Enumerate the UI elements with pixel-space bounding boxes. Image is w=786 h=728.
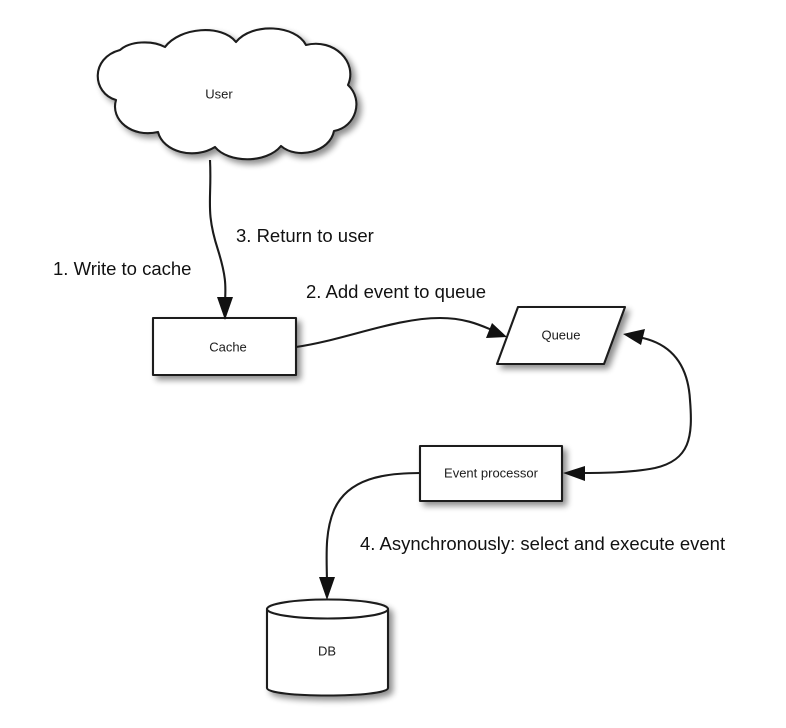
edge-user-to-cache [208, 159, 233, 320]
edge-event-processor-to-db [319, 471, 421, 600]
edge-loop-arrowhead-to-event-processor [563, 466, 585, 481]
node-queue-label: Queue [541, 327, 580, 342]
event-processor-rect [418, 444, 564, 503]
edge-queue-loop-line [577, 335, 692, 475]
edge-cache-to-queue-line [295, 316, 493, 349]
edge-label-step-3: 3. Return to user [236, 225, 374, 246]
edge-queue-event-processor-loop [563, 329, 692, 481]
node-db[interactable]: DB [265, 598, 390, 697]
node-queue[interactable]: Queue [495, 305, 627, 366]
node-user-label: User [205, 86, 233, 101]
edge-user-to-cache-line [208, 159, 227, 307]
edge-event-processor-to-db-arrowhead [319, 577, 335, 600]
edge-label-step-1: 1. Write to cache [53, 258, 191, 279]
edge-user-to-cache-arrowhead [217, 297, 233, 320]
edge-label-step-2: 2. Add event to queue [306, 281, 486, 302]
edge-loop-arrowhead-to-queue [623, 329, 645, 345]
edge-cache-to-queue-arrowhead [486, 323, 507, 338]
node-cache[interactable]: Cache [151, 316, 298, 377]
cloud-shape [96, 27, 358, 161]
node-db-label: DB [318, 643, 336, 658]
node-event-processor-label: Event processor [444, 465, 539, 480]
node-cache-label: Cache [209, 339, 247, 354]
edge-cache-to-queue [295, 316, 507, 349]
db-cylinder-top [265, 598, 390, 620]
edge-label-step-4: 4. Asynchronously: select and execute ev… [360, 533, 725, 554]
queue-parallelogram [495, 305, 627, 366]
edge-event-processor-to-db-line [325, 471, 421, 587]
node-user[interactable]: User [96, 27, 358, 161]
node-event-processor[interactable]: Event processor [418, 444, 564, 503]
db-cylinder-body [265, 607, 390, 697]
